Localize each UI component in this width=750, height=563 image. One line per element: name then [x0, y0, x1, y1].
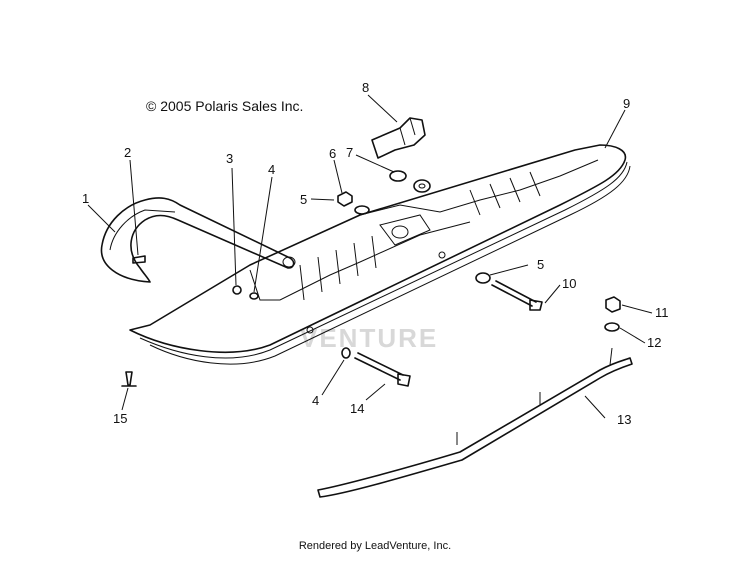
callout-12: 12	[647, 335, 661, 350]
callout-5-upper: 5	[300, 192, 307, 207]
nut-part-6	[337, 191, 353, 207]
callout-7: 7	[346, 145, 353, 160]
bracket-part-8	[371, 117, 426, 159]
render-credit: Rendered by LeadVenture, Inc.	[298, 540, 452, 552]
callout-5-lower: 5	[537, 257, 544, 272]
callout-1: 1	[82, 191, 89, 206]
ski-loop-handle	[100, 197, 296, 283]
callout-3: 3	[226, 151, 233, 166]
rivet-part-15	[121, 371, 137, 387]
callout-8: 8	[362, 80, 369, 95]
nut-part-3	[232, 285, 242, 295]
callout-14: 14	[350, 401, 364, 416]
watermark-text: VENTURE	[300, 323, 438, 353]
wear-bar-part-13	[317, 347, 633, 498]
nut-part-11	[605, 296, 621, 313]
washer-part-4-upper	[249, 292, 259, 300]
callout-2: 2	[124, 145, 131, 160]
bolt-part-10	[491, 280, 543, 311]
callout-6: 6	[329, 146, 336, 161]
callout-10: 10	[562, 276, 576, 291]
pin-part-2	[132, 255, 146, 264]
bolt-part-14	[354, 352, 411, 387]
callout-4-lower: 4	[312, 393, 319, 408]
leader-lines	[87, 94, 653, 419]
callout-15: 15	[113, 411, 127, 426]
callout-labels: 1 2 3 4 5 6 7 8 9 5 10 11 12 13 4 14 15	[82, 80, 669, 427]
washer-part-5-upper	[354, 205, 370, 215]
copyright-notice: © 2005 Polaris Sales Inc.	[146, 98, 304, 114]
callout-4-upper: 4	[268, 162, 275, 177]
callout-9: 9	[623, 96, 630, 111]
washer-part-12	[604, 322, 620, 332]
callout-13: 13	[617, 412, 631, 427]
bushing-part	[413, 179, 431, 193]
washer-part-7	[389, 170, 407, 182]
washer-part-4-lower	[341, 347, 351, 359]
washer-part-5-lower	[475, 272, 491, 284]
callout-11: 11	[655, 305, 669, 320]
